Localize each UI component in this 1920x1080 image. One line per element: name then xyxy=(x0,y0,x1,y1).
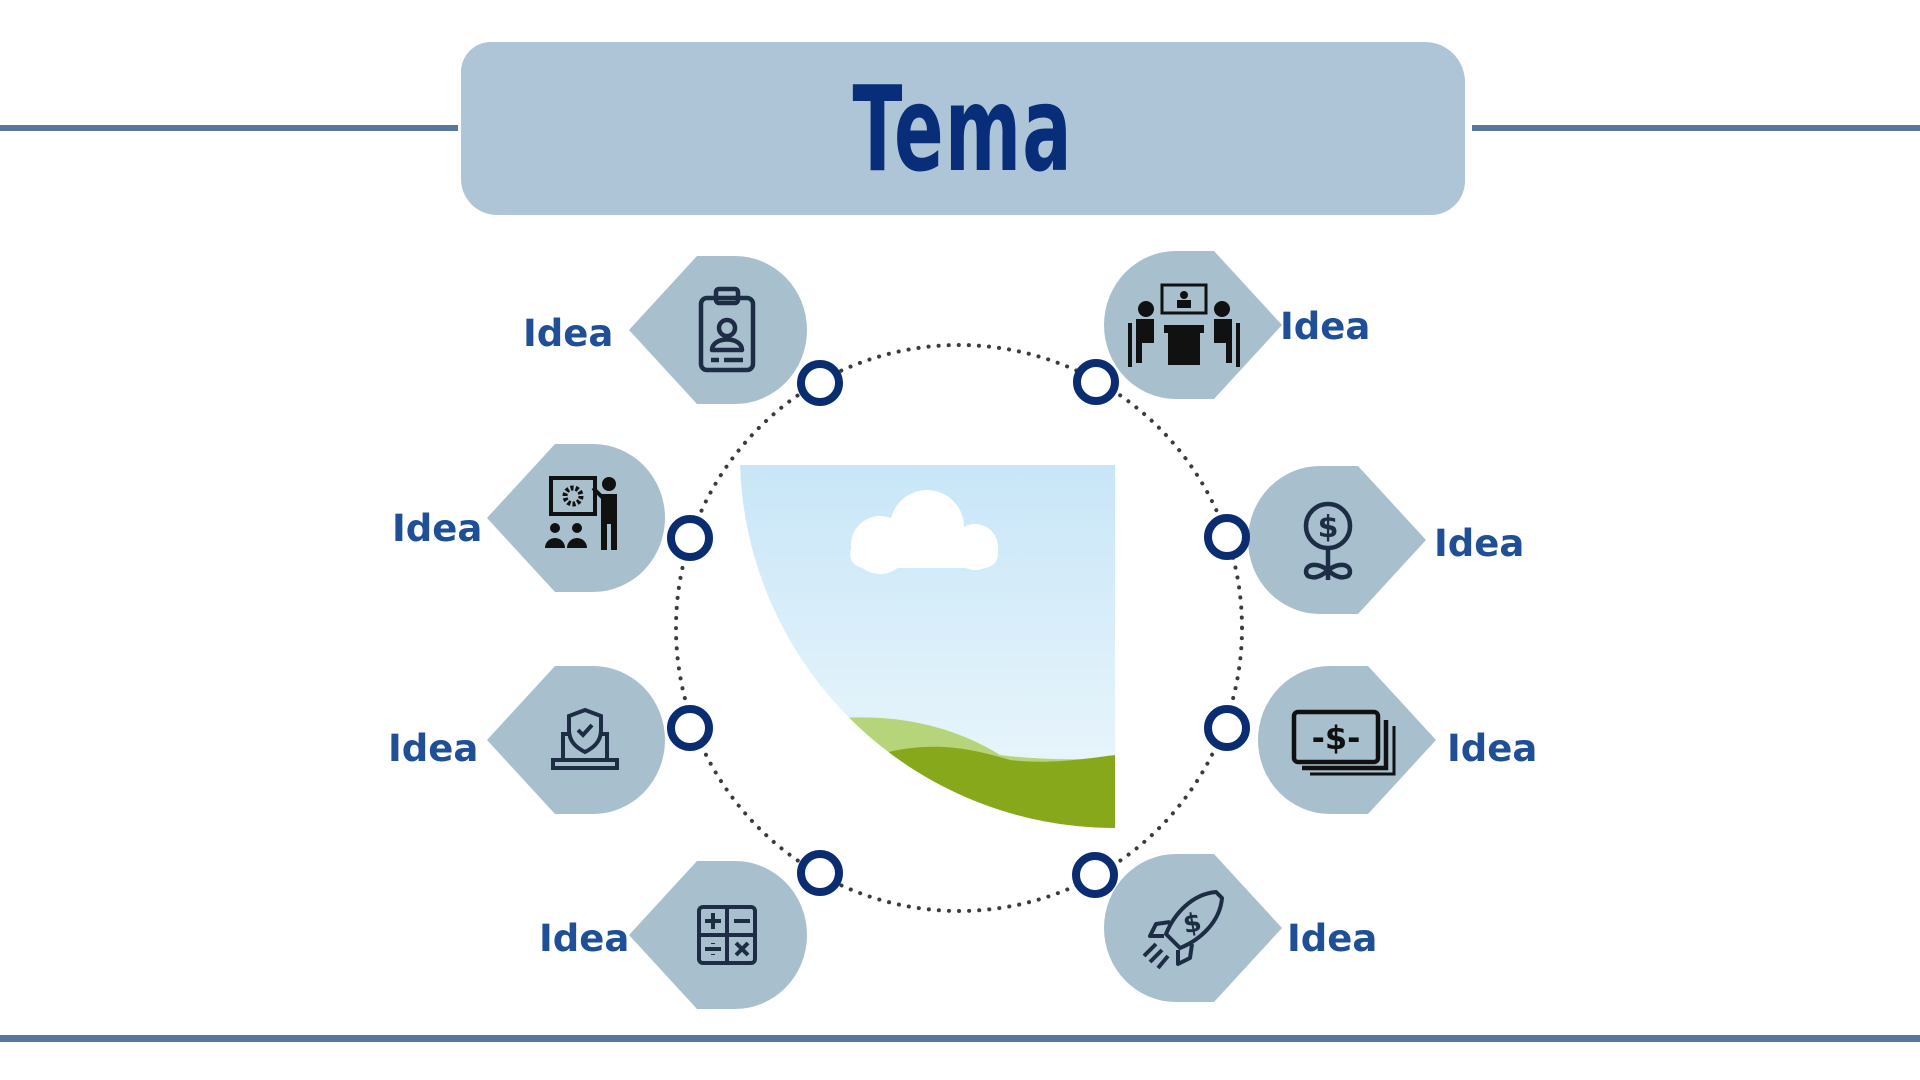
svg-text:$: $ xyxy=(1318,510,1339,545)
idea-node-shape xyxy=(1104,854,1282,1002)
dotted-cycle-ring xyxy=(674,343,1244,913)
idea-label: Idea xyxy=(523,312,614,355)
header-line-left xyxy=(0,125,458,131)
idea-node-3 xyxy=(487,444,665,592)
cloud-icon xyxy=(850,490,998,574)
idea-label: Idea xyxy=(1434,522,1525,565)
idea-label: Idea xyxy=(1280,305,1371,348)
idea-node-6: -$- xyxy=(1258,666,1436,814)
secure-laptop-icon xyxy=(551,707,619,770)
page-title: Tema xyxy=(852,59,1074,198)
idea-node-8: $ xyxy=(1104,854,1282,1002)
idea-label: Idea xyxy=(1447,727,1538,770)
connector-ring xyxy=(797,850,843,896)
rocket-dollar-icon: $ xyxy=(1142,890,1224,970)
svg-text:-$-: -$- xyxy=(1312,719,1361,757)
connector-ring xyxy=(1204,705,1250,751)
idea-node-shape xyxy=(1258,666,1436,814)
calculator-icon xyxy=(697,905,757,965)
id-badge-icon xyxy=(698,286,756,373)
idea-node-5 xyxy=(487,666,665,814)
connector-ring xyxy=(797,360,843,406)
connector-ring xyxy=(667,515,713,561)
cash-stack-icon: -$- xyxy=(1291,709,1396,776)
idea-node-2 xyxy=(1104,251,1282,399)
connector-ring xyxy=(667,705,713,751)
connector-ring xyxy=(1072,852,1118,898)
header-line-right xyxy=(1472,125,1920,131)
idea-label: Idea xyxy=(1287,917,1378,960)
idea-node-1 xyxy=(629,256,807,404)
connector-ring xyxy=(1073,359,1119,405)
idea-node-7 xyxy=(629,861,807,1009)
idea-label: Idea xyxy=(392,507,483,550)
idea-node-shape xyxy=(1248,466,1426,614)
connector-ring xyxy=(1204,514,1250,560)
video-meeting-icon xyxy=(1128,283,1240,367)
presentation-icon xyxy=(545,476,617,550)
money-plant-icon: $ xyxy=(1303,501,1353,580)
svg-text:$: $ xyxy=(1181,908,1204,941)
footer-line xyxy=(0,1035,1920,1042)
idea-node-shape xyxy=(487,444,665,592)
idea-label: Idea xyxy=(388,727,479,770)
idea-node-4: $ xyxy=(1248,466,1426,614)
idea-label: Idea xyxy=(539,917,630,960)
title-banner: Tema xyxy=(461,42,1465,215)
